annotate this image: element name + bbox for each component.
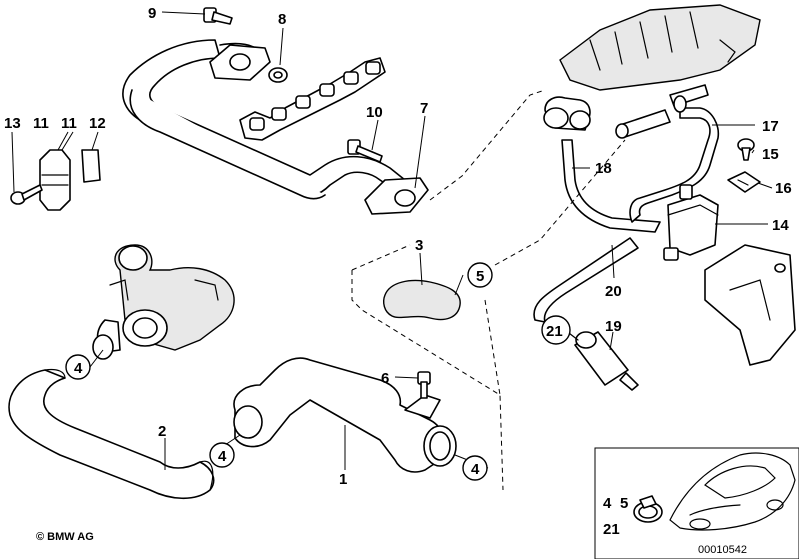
filter-19 xyxy=(564,329,639,391)
nut-16 xyxy=(727,171,761,193)
callout-4b: 4 xyxy=(218,448,227,465)
callout-9: 9 xyxy=(148,5,156,22)
pipe-flange-upper xyxy=(209,44,271,81)
screw-15 xyxy=(737,138,755,161)
callout-11b: 11 xyxy=(61,115,77,132)
callout-10: 10 xyxy=(366,104,383,121)
callout-1: 1 xyxy=(339,471,347,488)
callout-14: 14 xyxy=(772,217,789,234)
callout-4a: 4 xyxy=(74,360,83,377)
egr-valve-connector xyxy=(543,96,591,131)
charge-air-pipe-1 xyxy=(233,357,457,473)
callout-17: 17 xyxy=(762,118,779,135)
inset-label-5: 5 xyxy=(620,495,628,512)
clip-12 xyxy=(81,149,101,183)
bolt-10 xyxy=(347,139,383,163)
copyright-text: © BMW AG xyxy=(36,531,94,543)
inset-label-4: 4 xyxy=(603,495,612,512)
bolt-9 xyxy=(203,7,233,25)
callout-labels: 9 8 10 7 13 11 11 12 3 17 15 18 16 14 20… xyxy=(4,5,792,488)
hose-2 xyxy=(8,368,215,500)
callout-13: 13 xyxy=(4,115,21,132)
callout-16: 16 xyxy=(775,180,792,197)
clamp-11 xyxy=(39,149,71,211)
turbocharger xyxy=(92,244,235,360)
pressure-converter-14 xyxy=(663,184,719,261)
exhaust-manifold xyxy=(559,4,761,91)
callout-4c: 4 xyxy=(471,461,480,478)
callout-8: 8 xyxy=(278,11,286,28)
car-outline-icon xyxy=(669,452,796,531)
callout-2: 2 xyxy=(158,423,166,440)
vacuum-line-17 xyxy=(629,107,720,223)
callout-11a: 11 xyxy=(33,115,49,132)
bolt-13 xyxy=(10,184,43,205)
callout-21: 21 xyxy=(546,323,563,340)
circled-callouts: 5 21 4 4 4 xyxy=(65,262,571,481)
callout-5: 5 xyxy=(476,268,484,285)
callout-7: 7 xyxy=(420,100,428,117)
bolt-6 xyxy=(417,371,431,399)
callout-3: 3 xyxy=(415,237,423,254)
circle-21 xyxy=(541,315,571,345)
inset-label-21: 21 xyxy=(603,521,620,538)
vacuum-line-18 xyxy=(561,139,661,233)
pipe-flange-lower xyxy=(364,177,429,215)
callout-12: 12 xyxy=(89,115,106,132)
circle-4c xyxy=(462,455,488,481)
inset-panel: 4 5 21 xyxy=(594,447,799,559)
callout-18: 18 xyxy=(595,160,612,177)
callout-20: 20 xyxy=(605,283,622,300)
bracket-14 xyxy=(704,244,796,366)
hose-clamp-icon xyxy=(633,495,663,523)
callout-6: 6 xyxy=(381,370,389,387)
vacuum-line-20 xyxy=(533,237,639,323)
manifold-gasket xyxy=(239,57,386,141)
circle-4a xyxy=(65,354,91,380)
vacuum-tube-upper xyxy=(615,84,709,139)
hose-3 xyxy=(383,279,461,321)
dashed-guide-lines xyxy=(351,89,626,491)
callout-19: 19 xyxy=(605,318,622,335)
circle-4b xyxy=(209,442,235,468)
circle-5 xyxy=(467,262,493,288)
reference-number: 00010542 xyxy=(698,544,747,556)
callout-15: 15 xyxy=(762,146,779,163)
